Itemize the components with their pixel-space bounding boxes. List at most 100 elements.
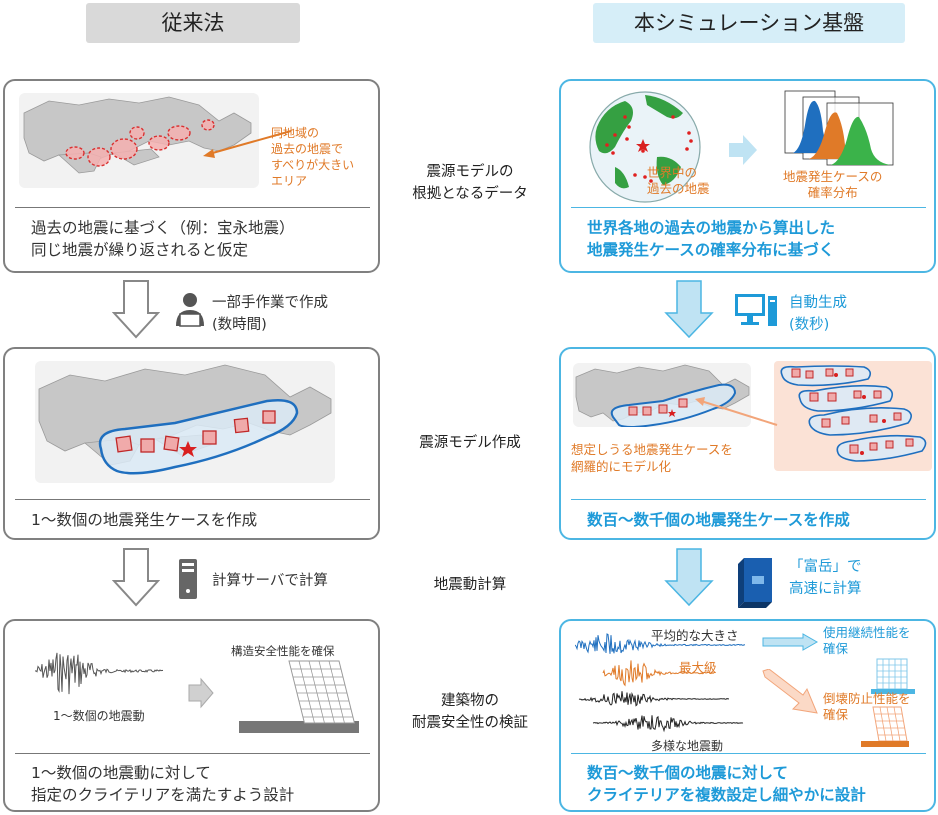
divider	[571, 499, 926, 500]
past-slip-area-2	[87, 147, 111, 167]
right-data-box: 世界中の 過去の地震 地震発生ケースの 確率分布 世界各地の過去の地震から算出し…	[559, 79, 936, 273]
caption-line: 過去の地震に基づく（例：宝永地震）	[31, 219, 295, 237]
light-blue-right-arrow	[729, 135, 757, 165]
right-verify-box: 平均的な大きさ 最大級 多様な地震動 使用継続性能を 確保 倒壊防止性能を 確保	[559, 619, 936, 812]
globe-label-line: 世界中の	[647, 165, 698, 180]
past-slip-area-1	[65, 146, 85, 160]
building-serviceability-icon	[871, 658, 915, 694]
annotation-arrow	[695, 397, 778, 426]
histogram-label: 地震発生ケースの 確率分布	[783, 169, 882, 201]
person-at-computer-icon	[176, 293, 204, 327]
annotation-line: 網羅的にモデル化	[571, 459, 672, 474]
japan-map-many-models	[573, 363, 751, 427]
right-model-caption: 数百～数千個の地震発生ケースを作成	[587, 511, 850, 529]
left-step1-note: 一部手作業で作成 (数時間)	[212, 292, 328, 336]
perf-line: 確保	[823, 707, 849, 722]
fault-patch	[115, 435, 133, 453]
blue-right-arrow	[762, 633, 819, 651]
divider	[15, 753, 370, 754]
globe-world-earthquakes	[589, 91, 701, 203]
row-label-line: 建築物の	[441, 693, 499, 709]
right-down-arrow-1	[664, 280, 714, 339]
perf-line: 倒壊防止性能を	[823, 691, 911, 706]
step-line: 自動生成	[789, 295, 847, 311]
fault-patch	[233, 417, 250, 434]
divider	[15, 499, 370, 500]
row-label-line: 耐震安全性の検証	[412, 715, 528, 731]
caption-line: 同じ地震が繰り返されると仮定	[31, 241, 249, 259]
left-data-box: 同地域の 過去の地震で すべりが大きい エリア 過去の地震に基づく（例：宝永地震…	[3, 79, 380, 273]
right-verify-caption: 数百～数千個の地震に対して クライテリアを複数設定し細やかに設計	[587, 762, 866, 806]
past-slip-area-7	[201, 119, 215, 131]
fault-patch	[202, 430, 217, 445]
single-ground-motion-waveform	[35, 652, 164, 695]
orange-diagonal-arrow	[762, 669, 818, 714]
average-magnitude-label: 平均的な大きさ	[651, 628, 739, 643]
serviceability-label: 使用継続性能を 確保	[823, 625, 911, 657]
annotation-arrow	[203, 130, 292, 158]
probability-histograms	[784, 90, 894, 166]
building-grid-illustration	[239, 660, 359, 733]
left-step2-note: 計算サーバで計算	[212, 573, 328, 589]
right-arrow	[188, 677, 214, 709]
step-line: 「富岳」で	[789, 559, 862, 575]
right-model-box: 想定しうる地震発生ケースを 網羅的にモデル化 数百～数千個の地震発生ケースを作成	[559, 347, 936, 540]
left-model-box: 1～数個の地震発生ケースを作成	[3, 347, 380, 540]
left-verify-caption: 1～数個の地震動に対して 指定のクライテリアを満たすよう設計	[31, 762, 294, 806]
divider	[571, 207, 926, 208]
collapse-prevention-label: 倒壊防止性能を 確保	[823, 691, 911, 723]
fault-patch	[140, 438, 155, 453]
caption-line: クライテリアを複数設定し細やかに設計	[587, 786, 866, 804]
caption-line: 1～数個の地震動に対して	[31, 764, 211, 782]
left-down-arrow-2	[112, 548, 160, 607]
header-conventional: 従来法	[86, 3, 300, 43]
past-slip-area-5	[148, 135, 170, 151]
left-data-caption: 過去の地震に基づく（例：宝永地震） 同じ地震が繰り返されると仮定	[31, 217, 295, 261]
fault-patch	[642, 406, 652, 416]
annotation-line: 同地域の	[271, 126, 320, 140]
divider	[15, 207, 370, 208]
various-ground-motions-label: 多様な地震動	[651, 739, 724, 753]
fault-patch	[163, 435, 180, 452]
row-label-line: 根拠となるデータ	[412, 186, 528, 202]
past-slip-area-4	[129, 126, 145, 140]
annotation-line: 想定しうる地震発生ケースを	[571, 442, 733, 457]
supercomputer-icon	[738, 558, 772, 608]
right-step1-note: 自動生成 (数秒)	[789, 292, 847, 336]
left-verify-box: 1～数個の地震動 構造安全性能を確保 1～数個の地震動に対して 指定のクライテリ…	[3, 619, 380, 812]
perf-line: 確保	[823, 641, 849, 656]
right-step2-note: 「富岳」で 高速に計算	[789, 556, 862, 600]
right-down-arrow-2	[664, 548, 714, 607]
desktop-pc-icon	[735, 294, 777, 326]
right-data-caption: 世界各地の過去の地震から算出した 地震発生ケースの確率分布に基づく	[587, 217, 835, 261]
row-label-ground-motion: 地震動計算	[433, 577, 507, 593]
fault-patch	[628, 406, 638, 416]
caption-line: 数百～数千個の地震に対して	[587, 764, 789, 782]
fault-patch	[262, 410, 276, 424]
row-label-source-data: 震源モデルの 根拠となるデータ	[385, 161, 555, 205]
perf-line: 使用継続性能を	[823, 625, 911, 640]
annotation-line: すべりが大きい	[271, 158, 355, 172]
epicenter-star	[179, 441, 197, 457]
past-slip-area-6	[167, 125, 191, 141]
japan-map-past-earthquakes	[19, 93, 259, 188]
server-icon	[179, 559, 197, 599]
globe-label: 世界中の 過去の地震	[647, 165, 710, 197]
row-label-model-creation: 震源モデル作成	[419, 435, 521, 451]
annotation-line: エリア	[271, 174, 308, 188]
caption-line: 世界各地の過去の地震から算出した	[587, 219, 836, 237]
step-line: (数秒)	[789, 317, 830, 333]
left-down-arrow-1	[112, 280, 160, 339]
building-safety-label: 構造安全性能を確保	[231, 644, 335, 658]
histogram-label-line: 確率分布	[807, 185, 858, 200]
slip-area-annotation: 同地域の 過去の地震で すべりが大きい エリア	[271, 125, 354, 189]
left-model-caption: 1～数個の地震発生ケースを作成	[31, 511, 258, 529]
globe-label-line: 過去の地震	[647, 181, 710, 196]
step-line: (数時間)	[212, 317, 267, 333]
fault-patch	[658, 404, 668, 414]
row-label-line: 震源モデルの	[426, 164, 514, 180]
divider	[571, 753, 926, 754]
step-line: 一部手作業で作成	[212, 295, 328, 311]
header-simulation-platform: 本シミュレーション基盤	[593, 3, 905, 43]
histogram-label-line: 地震発生ケースの	[783, 169, 883, 184]
